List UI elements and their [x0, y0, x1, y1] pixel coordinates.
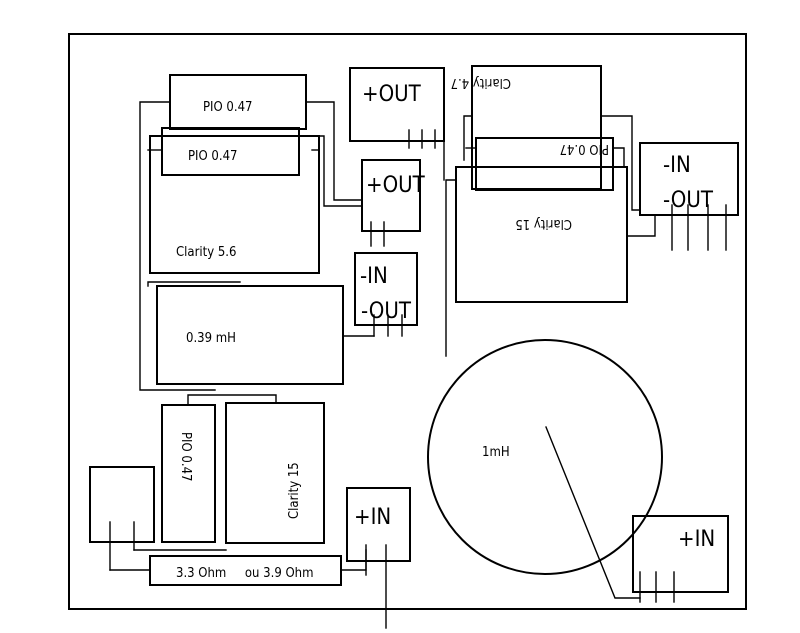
- capacitor-pio-top2-body: [161, 127, 300, 176]
- wire-right-a: [463, 115, 473, 161]
- wire-1mh-lead: [545, 426, 641, 599]
- terminal-small-left: [89, 466, 155, 543]
- terminal-in-plus-mid: [346, 487, 411, 562]
- capacitor-pio-top2-label: PIO 0.47: [188, 149, 237, 164]
- inductor-1mh-label: 1mH: [482, 445, 510, 460]
- terminal-in-plus-mid-label: +IN: [354, 505, 391, 530]
- wire-left-b: [305, 101, 363, 201]
- resistor-label: 3.3 Ohm ou 3.9 Ohm: [176, 566, 313, 581]
- capacitor-clarity-56-label: Clarity 5.6: [176, 245, 236, 260]
- wire-right-b: [600, 115, 641, 211]
- terminal-in-plus-right: [632, 515, 729, 593]
- terminal-out-top-label: +OUT: [362, 82, 422, 107]
- board-outline: [68, 33, 747, 610]
- wire-right-d: [612, 147, 625, 168]
- terminal-in-out-right: [639, 142, 739, 216]
- terminal-out-mid-label: +OUT: [366, 173, 426, 198]
- terminal-out-mid: [361, 159, 421, 232]
- terminal-out-top: [349, 67, 445, 142]
- capacitor-pio-right-label: PIO 0.47: [560, 141, 609, 156]
- capacitor-clarity-15-top-label: Clarity 15: [515, 216, 572, 231]
- wire-inductor-a: [147, 281, 241, 287]
- terminal-in-mid-label: -IN: [360, 264, 388, 289]
- capacitor-pio-bottom-label: PIO 0.47: [178, 432, 193, 481]
- terminal-in-right-label: -IN: [663, 153, 691, 178]
- wire-left-a: [139, 101, 216, 391]
- capacitor-clarity-15-top-body: [455, 166, 628, 303]
- wire-bottom-a: [187, 394, 277, 406]
- wire-right-e: [445, 179, 457, 357]
- inductor-039-body: [156, 285, 344, 385]
- inductor-039-label: 0.39 mH: [186, 331, 236, 346]
- wire-right-f: [626, 214, 656, 237]
- capacitor-pio-right-body: [475, 137, 614, 191]
- terminal-in-plus-right-label: +IN: [678, 527, 715, 552]
- capacitor-clarity-56-body: [149, 135, 320, 274]
- capacitor-pio-top1-label: PIO 0.47: [203, 100, 252, 115]
- inductor-1mh-body: [427, 339, 663, 575]
- capacitor-clarity-15-bottom-body: [225, 402, 325, 544]
- wire-left-d: [298, 135, 363, 207]
- terminal-out-mid2-label: -OUT: [361, 299, 412, 324]
- capacitor-clarity-47-label: Clarity 4.7: [451, 75, 511, 90]
- terminal-in-out-mid: [354, 252, 418, 326]
- capacitor-clarity-15-bottom-label: Clarity 15: [287, 462, 302, 519]
